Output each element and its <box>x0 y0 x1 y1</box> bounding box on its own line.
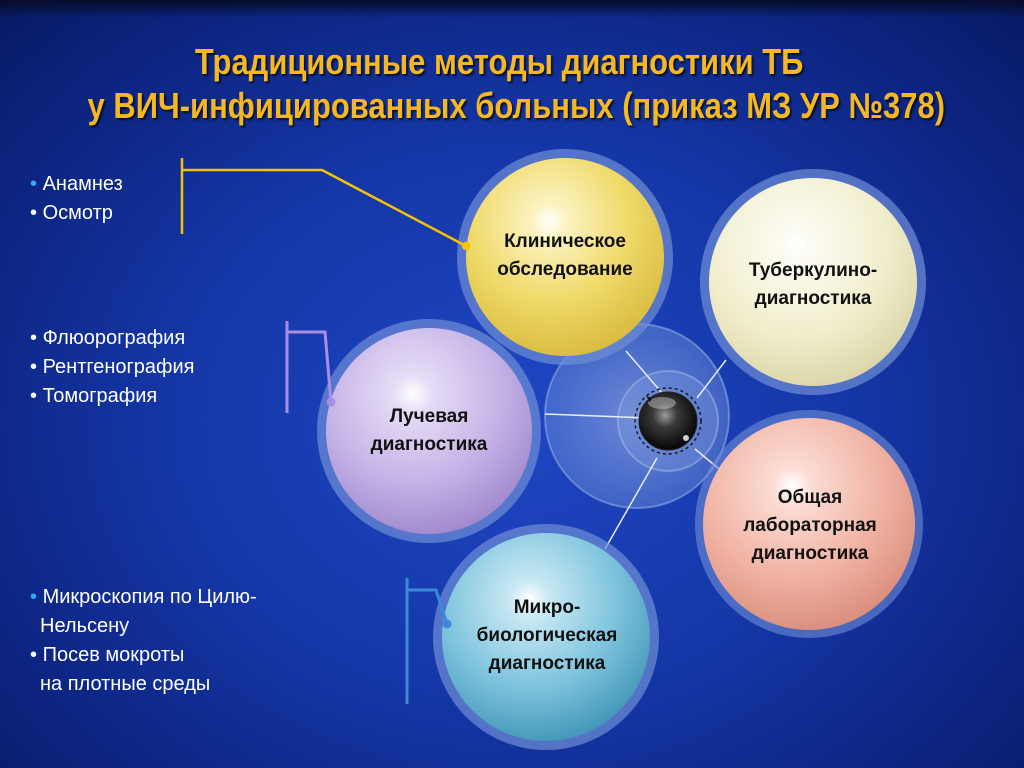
note-item: на плотные среды <box>40 673 211 695</box>
circle-micro <box>433 524 659 750</box>
bracket-micro <box>405 578 452 704</box>
notes-clinical: • Анамнез • Осмотр <box>30 170 123 228</box>
title-line-2: у ВИЧ-инфицированных больных (приказ МЗ … <box>87 85 946 126</box>
bracket-radiation <box>285 321 336 413</box>
note-item: • Посев мокроты <box>30 644 185 666</box>
bullet: • <box>30 202 38 224</box>
circle-tuberculin <box>700 169 926 395</box>
circle-lab <box>695 410 923 638</box>
notes-micro: • Микроскопия по Цилю- Нельсену • Посев … <box>30 583 257 699</box>
label-radiation: Лучевая диагностика <box>370 406 488 455</box>
notes-radiation: • Флюорография • Рентгенография • Томогр… <box>30 324 195 411</box>
bullet: • <box>30 586 38 608</box>
top-band <box>0 0 1024 18</box>
bracket-clinical <box>180 158 471 251</box>
circle-clinical <box>457 149 673 365</box>
note-item: • Анамнез <box>30 173 123 195</box>
bullet: • <box>30 644 38 666</box>
label-lab: Общая лабораторная диагностика <box>743 487 877 564</box>
note-item: • Томография <box>30 385 158 407</box>
label-clinical: Клиническое обследование <box>497 231 633 280</box>
slide-title: Традиционные методы диагностики ТБ у ВИЧ… <box>72 40 953 128</box>
bullet: • <box>30 356 38 378</box>
label-tuberculin: Туберкулино-диагностика <box>748 260 878 309</box>
title-line-1: Традиционные методы диагностики ТБ <box>194 41 804 82</box>
center-ball <box>634 387 702 455</box>
note-item: • Осмотр <box>30 202 113 224</box>
note-item: • Микроскопия по Цилю- <box>30 586 257 608</box>
bullet: • <box>30 327 38 349</box>
note-item: • Флюорография <box>30 327 186 349</box>
circle-radiation <box>317 319 541 543</box>
note-item: • Рентгенография <box>30 356 195 378</box>
bullet: • <box>30 173 38 195</box>
note-item: Нельсену <box>40 615 130 637</box>
bullet: • <box>30 385 38 407</box>
label-micro: Микро-биологическая диагностика <box>476 597 618 674</box>
